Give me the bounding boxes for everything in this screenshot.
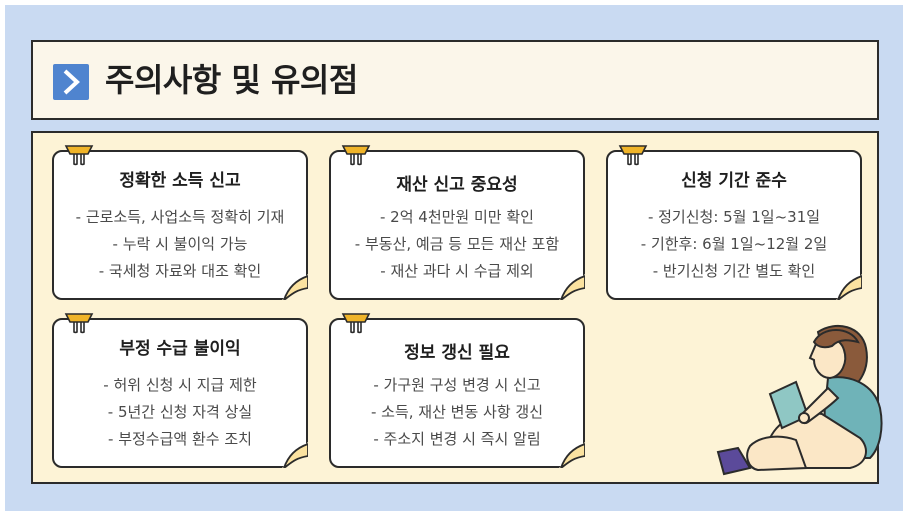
card-line: - 2억 4천만원 미만 확인 (380, 208, 534, 226)
card-accurate-income: 정확한 소득 신고 - 근로소득, 사업소득 정확히 기재 - 누락 시 불이익… (52, 145, 308, 300)
card-title: 신청 기간 준수 (681, 171, 787, 191)
binder-clip-icon (341, 313, 371, 334)
card-property-report: 재산 신고 중요성 - 2억 4천만원 미만 확인 - 부동산, 예금 등 모든… (329, 145, 585, 300)
page-curl-icon (282, 442, 308, 468)
chevron-right-icon (53, 64, 89, 100)
binder-clip-icon (64, 145, 94, 166)
page-title: 주의사항 및 유의점 (105, 61, 358, 99)
card-line: - 5년간 신청 자격 상실 (107, 403, 253, 421)
page-curl-icon (836, 274, 862, 300)
card-title: 정보 갱신 필요 (404, 343, 510, 363)
card-body: - 가구원 구성 변경 시 신고 - 소득, 재산 변동 사항 갱신 - 주소지… (331, 372, 583, 453)
title-bar: 주의사항 및 유의점 (31, 40, 879, 120)
card-line: - 가구원 구성 변경 시 신고 (373, 376, 541, 394)
card-body: - 정기신청: 5월 1일~31일 - 기한후: 6월 1일~12월 2일 - … (608, 204, 860, 285)
card-line: - 허위 신청 시 지급 제한 (103, 376, 257, 394)
card-line: - 재산 과다 시 수급 제외 (380, 262, 534, 280)
card-title: 부정 수급 불이익 (119, 339, 241, 359)
card-body: - 허위 신청 시 지급 제한 - 5년간 신청 자격 상실 - 부정수급액 환… (54, 372, 306, 453)
card-line: - 누락 시 불이익 가능 (112, 235, 248, 253)
card-line: - 기한후: 6월 1일~12월 2일 (640, 235, 828, 253)
binder-clip-icon (618, 145, 648, 166)
card-body: - 2억 4천만원 미만 확인 - 부동산, 예금 등 모든 재산 포함 - 재… (331, 204, 583, 285)
card-line: - 국세청 자료와 대조 확인 (98, 262, 262, 280)
card-line: - 근로소득, 사업소득 정확히 기재 (75, 208, 285, 226)
binder-clip-icon (64, 313, 94, 334)
card-line: - 반기신청 기간 별도 확인 (652, 262, 816, 280)
page-curl-icon (559, 274, 585, 300)
person-reading-illustration (716, 324, 883, 476)
page-curl-icon (282, 274, 308, 300)
card-fraud-penalty: 부정 수급 불이익 - 허위 신청 시 지급 제한 - 5년간 신청 자격 상실… (52, 313, 308, 468)
card-title: 정확한 소득 신고 (119, 171, 241, 191)
card-application-period: 신청 기간 준수 - 정기신청: 5월 1일~31일 - 기한후: 6월 1일~… (606, 145, 862, 300)
binder-clip-icon (341, 145, 371, 166)
card-line: - 부정수급액 환수 조치 (108, 430, 252, 448)
card-line: - 주소지 변경 시 즉시 알림 (373, 430, 541, 448)
card-info-update: 정보 갱신 필요 - 가구원 구성 변경 시 신고 - 소득, 재산 변동 사항… (329, 313, 585, 468)
card-line: - 부동산, 예금 등 모든 재산 포함 (354, 235, 560, 253)
page-curl-icon (559, 442, 585, 468)
card-line: - 정기신청: 5월 1일~31일 (647, 208, 821, 226)
card-title: 재산 신고 중요성 (396, 175, 518, 195)
card-line: - 소득, 재산 변동 사항 갱신 (370, 403, 544, 421)
card-body: - 근로소득, 사업소득 정확히 기재 - 누락 시 불이익 가능 - 국세청 … (54, 204, 306, 285)
